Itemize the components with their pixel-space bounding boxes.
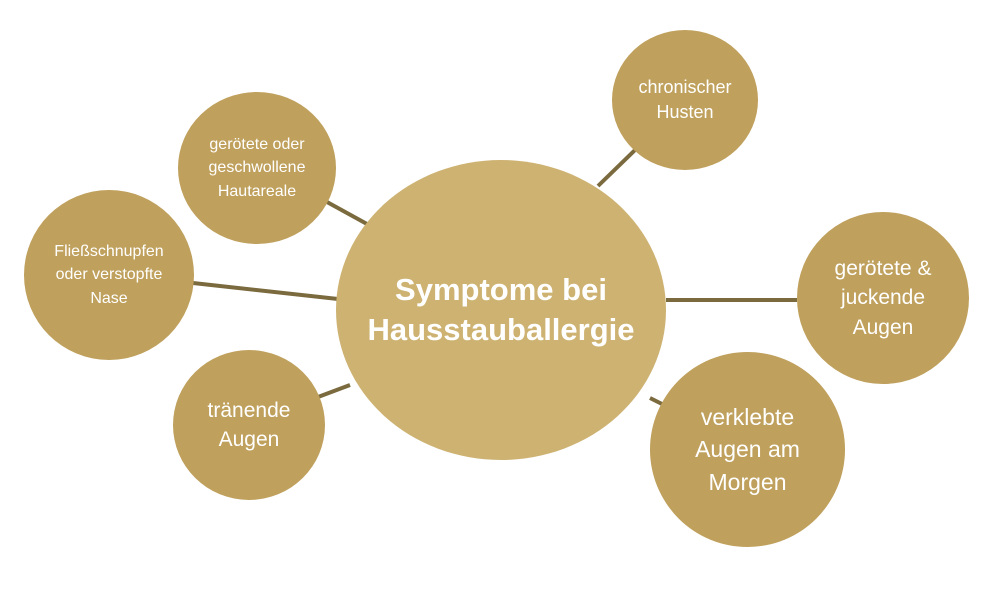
connector-traenen [317,383,351,399]
symptom-node-verklebt: verklebte Augen am Morgen [650,352,845,547]
symptom-node-nase: Fließschnupfen oder verstopfte Nase [24,190,194,360]
symptom-label-husten: chronischer Husten [638,76,732,122]
symptom-label-traenen: tränende Augen [207,398,291,451]
connector-nase [192,281,339,301]
symptom-label-nase: Fließschnupfen oder verstopfte Nase [54,243,164,307]
connector-husten [596,148,637,188]
symptom-node-traenen: tränende Augen [173,350,325,500]
symptom-node-husten: chronischer Husten [612,30,758,170]
central-topic-label: Symptome bei Hausstauballergie [367,271,635,347]
symptom-label-haut: gerötete oder geschwollene Hautareale [208,136,306,200]
symptom-label-verklebt: verklebte Augen am Morgen [695,404,800,495]
symptom-node-rot-augen: gerötete & juckende Augen [797,212,969,384]
central-topic-node: Symptome bei Hausstauballergie [336,160,666,460]
symptom-node-haut: gerötete oder geschwollene Hautareale [178,92,336,244]
symptom-label-rot-augen: gerötete & juckende Augen [834,256,932,339]
connector-haut [326,200,368,226]
